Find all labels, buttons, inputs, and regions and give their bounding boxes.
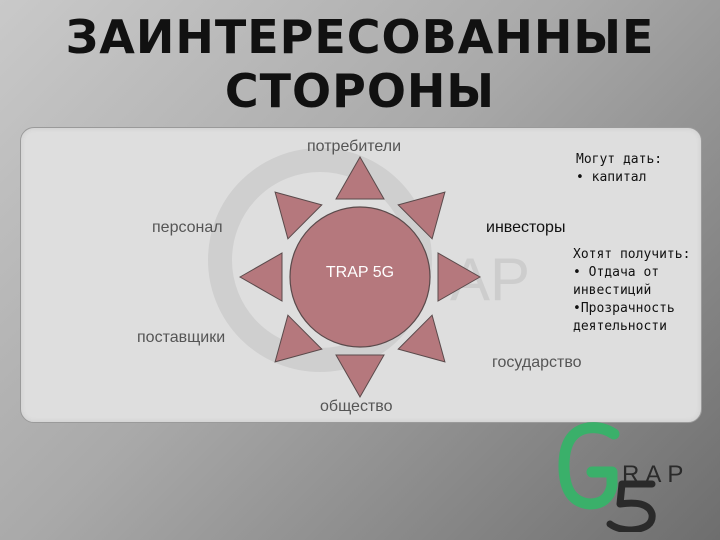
ray-top-right: [397, 191, 446, 240]
label-society: общество: [320, 398, 393, 415]
note-want-line: • Отдача от: [573, 265, 660, 280]
label-staff: персонал: [152, 219, 223, 236]
g5-rap-logo: RAP: [558, 422, 689, 532]
note-want-line: инвестиций: [573, 283, 652, 298]
note-can-give-item: • капитал: [576, 170, 647, 185]
label-consumers: потребители: [307, 138, 402, 155]
note-want: Хотят получить: • Отдача от инвестиций •…: [573, 246, 690, 336]
note-can-give-heading: Могут дать:: [576, 152, 663, 167]
logo-rap-text: RAP: [622, 461, 689, 488]
label-government: государство: [492, 354, 582, 371]
ray-right: [437, 252, 482, 302]
ray-top: [335, 155, 385, 200]
center-label: TRAP 5G: [325, 264, 395, 281]
label-investors: инвесторы: [486, 219, 566, 236]
title-line-1: ЗАИНТЕРЕСОВАННЫЕ: [65, 10, 655, 64]
ray-bottom-left: [274, 314, 323, 363]
sun-rays: [238, 155, 482, 399]
note-want-line: •Прозрачность: [573, 301, 675, 316]
note-want-line: деятельности: [573, 319, 667, 334]
note-want-heading: Хотят получить:: [573, 247, 691, 262]
logo-letter-g: [558, 422, 620, 510]
center-circle: [289, 206, 431, 348]
ray-left: [238, 252, 283, 302]
label-suppliers: поставщики: [137, 329, 226, 346]
logo-digit-5: [606, 480, 656, 532]
ray-bottom-right: [397, 314, 446, 363]
ray-bottom: [335, 354, 385, 399]
note-can-give: Могут дать: • капитал: [576, 151, 662, 187]
ray-top-left: [274, 191, 323, 240]
title-line-2: СТОРОНЫ: [224, 64, 496, 118]
slide-title: ЗАИНТЕРЕСОВАННЫЕ СТОРОНЫ: [0, 10, 720, 118]
